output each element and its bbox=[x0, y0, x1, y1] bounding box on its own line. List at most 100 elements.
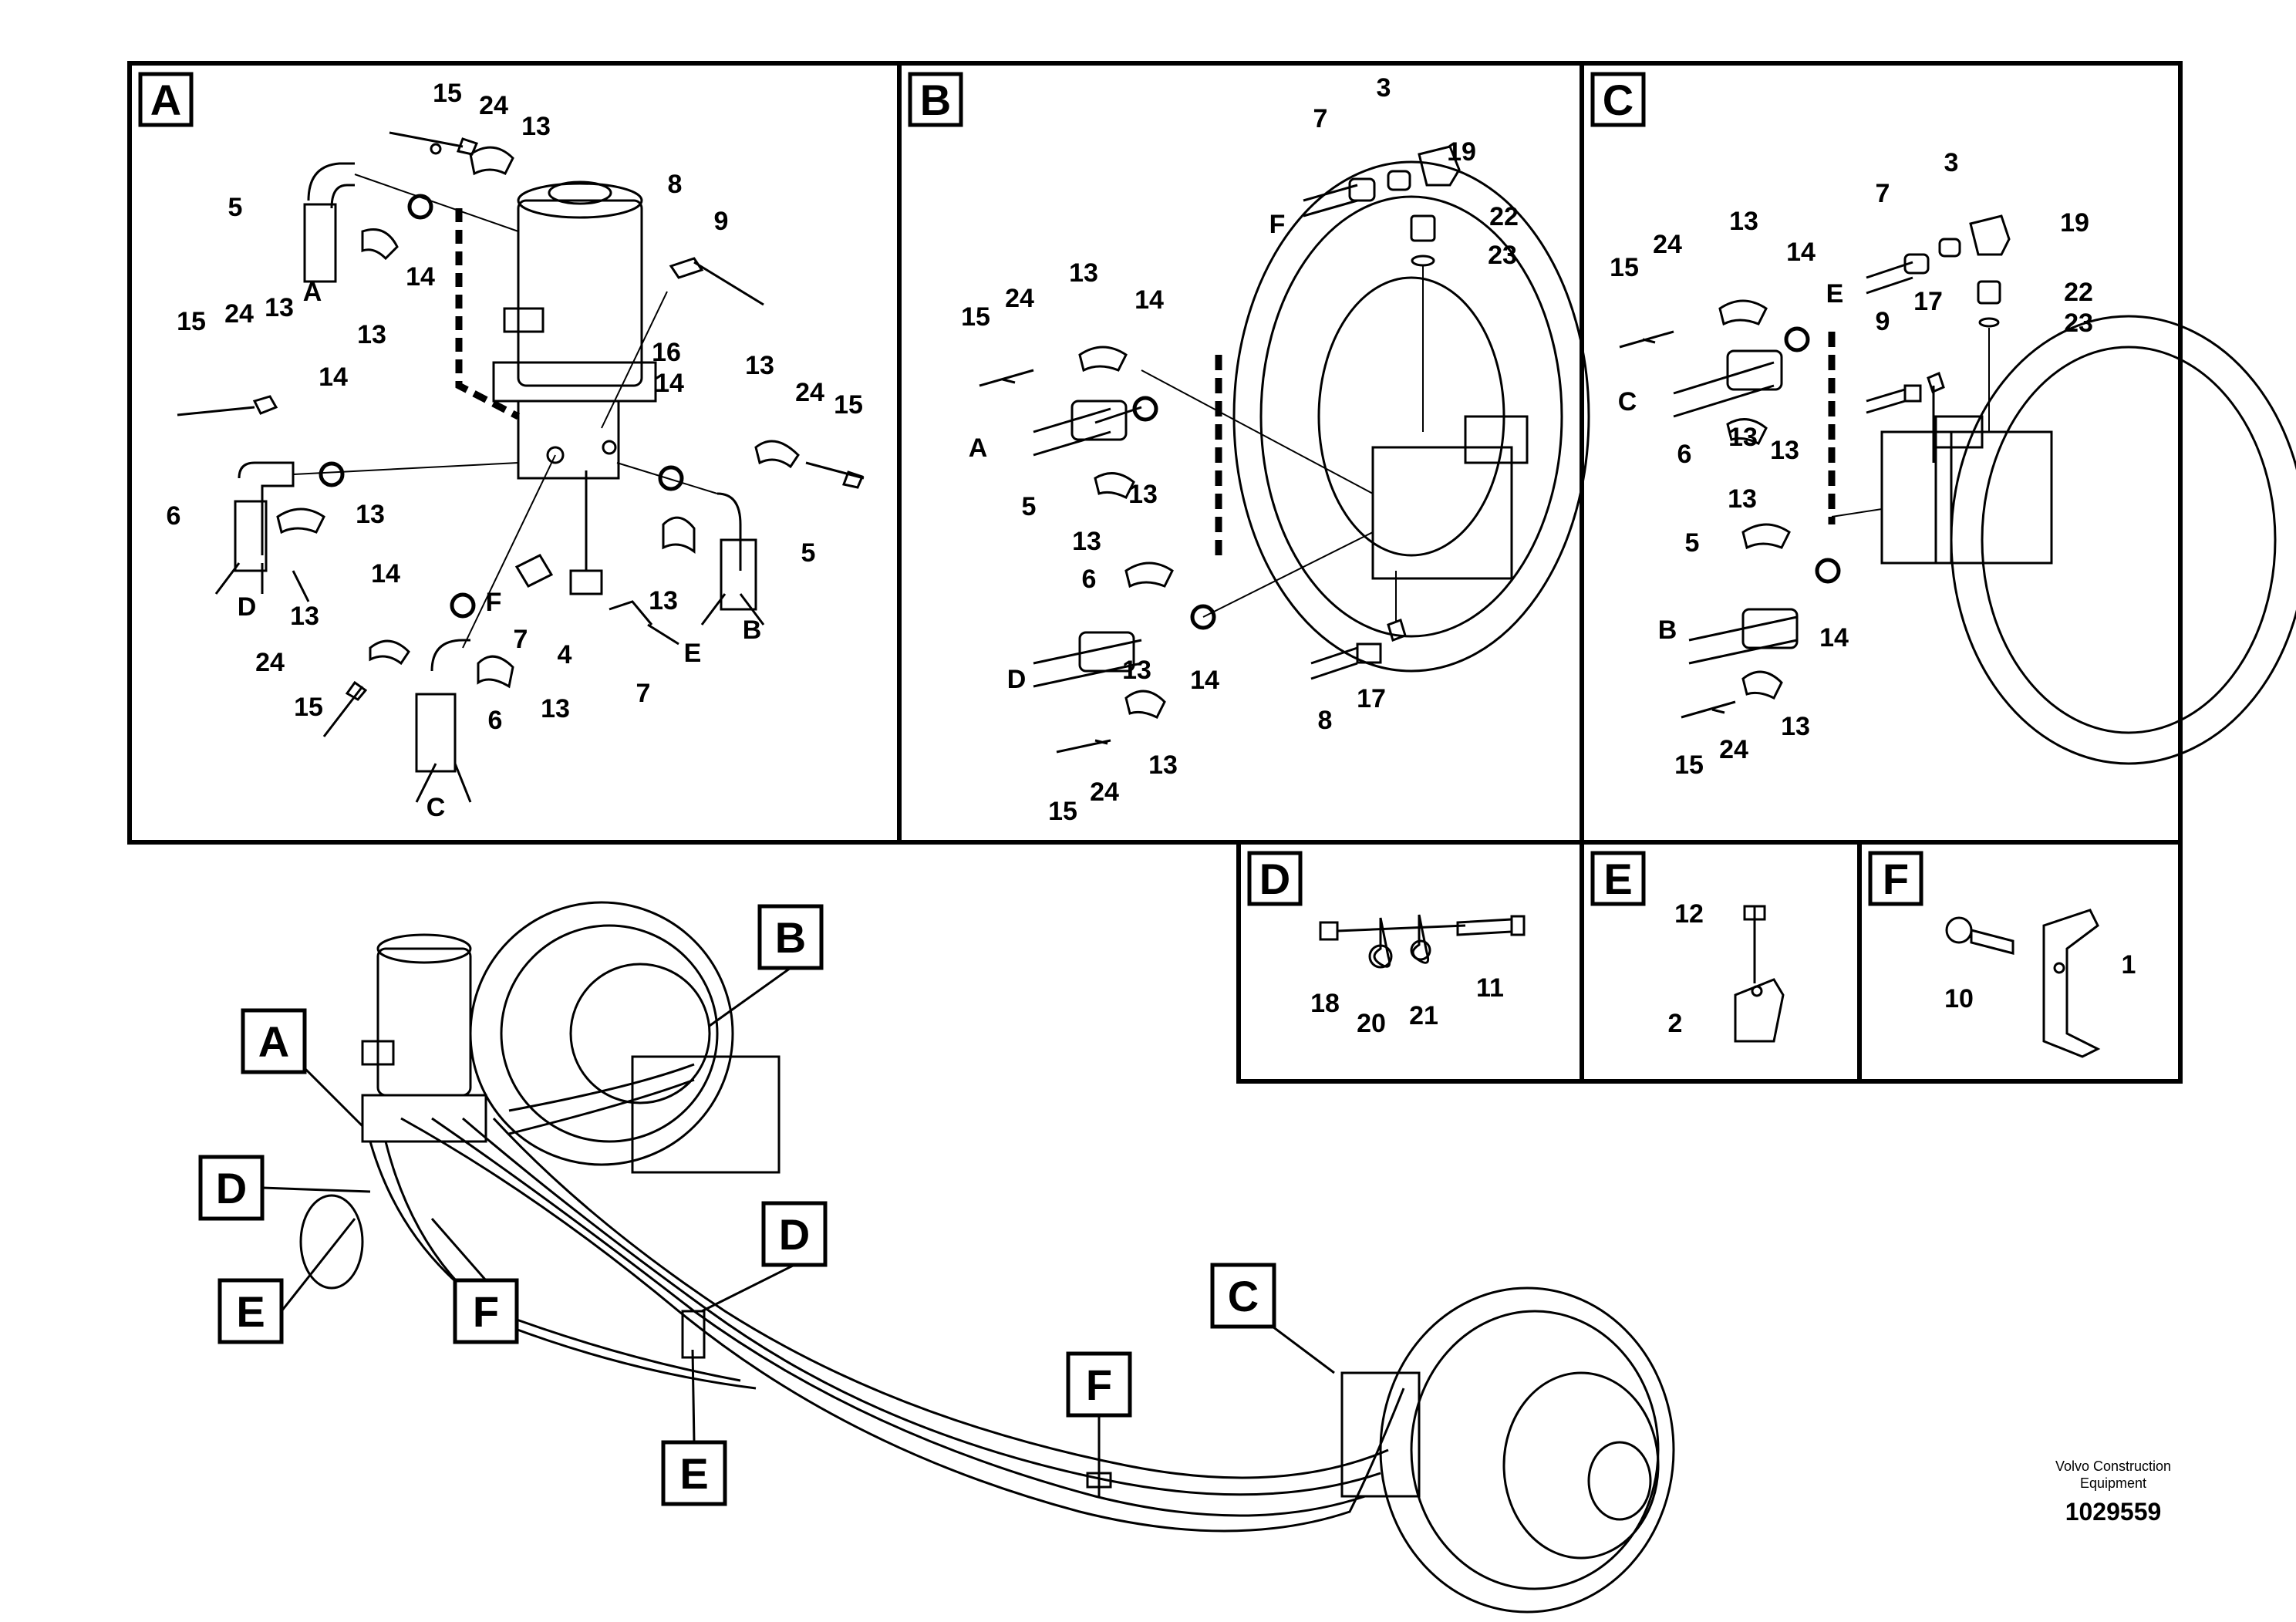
part-label-C-21: 24 bbox=[1719, 735, 1748, 764]
callout-C: C bbox=[1228, 1272, 1259, 1320]
part-label-A-3: 5 bbox=[228, 193, 243, 222]
part-label-C-15: 13 bbox=[1770, 436, 1799, 465]
part-label-A-35: F bbox=[486, 588, 502, 617]
panel-A-label: A bbox=[150, 76, 181, 124]
part-label-A-32: D bbox=[238, 592, 257, 622]
part-label-A-34: C bbox=[426, 793, 446, 822]
callout-D-2: D bbox=[779, 1210, 810, 1259]
part-label-B-4: 23 bbox=[1488, 241, 1517, 270]
part-label-A-15: 24 bbox=[795, 378, 824, 407]
part-label-C-8: 22 bbox=[2064, 278, 2093, 307]
part-label-C-0: 3 bbox=[1944, 148, 1959, 177]
part-label-D-2: 21 bbox=[1409, 1001, 1438, 1030]
part-label-A-6: 8 bbox=[668, 170, 683, 199]
part-label-C-20: 15 bbox=[1674, 750, 1704, 780]
panel-frames bbox=[127, 61, 2183, 1084]
part-label-C-14: 13 bbox=[1728, 423, 1758, 452]
part-label-B-3: 22 bbox=[1489, 202, 1519, 231]
part-label-B-1: 3 bbox=[1377, 73, 1391, 103]
part-label-A-16: 15 bbox=[834, 390, 863, 420]
part-label-A-11: 14 bbox=[319, 363, 348, 392]
part-label-C-5: 24 bbox=[1653, 230, 1682, 259]
part-label-A-1: 24 bbox=[479, 91, 508, 120]
overview-callout-leaders bbox=[261, 966, 1335, 1496]
part-label-E-1: 2 bbox=[1668, 1009, 1683, 1038]
panel-D-drawing bbox=[1319, 914, 1526, 969]
part-label-A-14: 13 bbox=[745, 351, 774, 380]
brand-name-2: Equipment bbox=[2079, 1475, 2147, 1491]
part-label-C-12: C bbox=[1618, 387, 1637, 416]
part-label-A-4: 14 bbox=[406, 262, 435, 292]
panel-C-label: C bbox=[1603, 76, 1633, 124]
callout-D: D bbox=[216, 1164, 247, 1212]
part-label-C-17: 5 bbox=[1685, 528, 1700, 558]
part-label-A-12: 16 bbox=[652, 338, 681, 367]
callout-A: A bbox=[258, 1017, 289, 1066]
part-label-B-6: 15 bbox=[961, 302, 990, 332]
part-label-C-10: 9 bbox=[1876, 307, 1890, 336]
part-label-B-15: 6 bbox=[1082, 565, 1097, 594]
part-label-C-18: B bbox=[1658, 615, 1677, 645]
part-label-A-18: 13 bbox=[356, 500, 385, 529]
panel-D-label: D bbox=[1259, 855, 1290, 903]
part-label-B-17: 14 bbox=[1190, 666, 1219, 695]
panel-B-frame bbox=[897, 61, 1584, 845]
callout-F-2: F bbox=[1086, 1361, 1112, 1409]
part-label-B-12: 13 bbox=[1072, 527, 1101, 556]
panel-letter-boxes bbox=[138, 72, 1923, 906]
part-label-B-2: 19 bbox=[1447, 137, 1476, 167]
part-label-A-30: E bbox=[684, 639, 702, 668]
panel-F-part-labels: 10 1 bbox=[1944, 950, 2136, 1013]
part-label-C-4: 15 bbox=[1610, 253, 1639, 282]
panel-C-drawing bbox=[1619, 214, 2296, 765]
part-label-A-29: 7 bbox=[636, 679, 651, 708]
part-label-A-19: 14 bbox=[371, 559, 400, 588]
overview-callout-boxes bbox=[198, 904, 1276, 1506]
panel-E-drawing bbox=[1734, 905, 1785, 1043]
part-label-C-6: 14 bbox=[1786, 238, 1816, 267]
panel-F-label: F bbox=[1883, 855, 1909, 903]
part-label-C-1: 7 bbox=[1876, 179, 1890, 208]
part-label-B-5: F bbox=[1269, 210, 1286, 239]
part-label-C-13: 6 bbox=[1677, 440, 1692, 469]
panel-A-drawing bbox=[177, 131, 865, 803]
part-label-A-0: 15 bbox=[433, 79, 462, 108]
panel-B-label: B bbox=[920, 76, 951, 124]
part-label-C-7: E bbox=[1826, 279, 1844, 309]
part-label-B-9: 14 bbox=[1135, 285, 1164, 315]
part-label-C-2: 19 bbox=[2060, 208, 2089, 238]
part-label-A-8: 15 bbox=[177, 307, 206, 336]
panel-A-frame bbox=[127, 61, 902, 845]
part-label-B-11: 5 bbox=[1022, 492, 1037, 521]
panel-B-drawing bbox=[979, 145, 1590, 754]
part-label-B-20: 15 bbox=[1048, 797, 1077, 826]
part-label-B-10: A bbox=[969, 433, 988, 463]
part-label-A-13: 14 bbox=[655, 369, 684, 398]
part-label-C-9: 23 bbox=[2064, 309, 2093, 338]
part-label-B-22: 13 bbox=[1148, 750, 1178, 780]
part-label-A-20: 7 bbox=[514, 625, 528, 654]
part-label-A-7: 9 bbox=[714, 207, 729, 236]
part-label-B-8: 13 bbox=[1069, 258, 1098, 288]
part-label-C-16: 13 bbox=[1728, 484, 1757, 514]
part-label-B-7: 24 bbox=[1005, 284, 1034, 313]
overview-drawing bbox=[299, 901, 1675, 1614]
part-label-A-10: 13 bbox=[265, 293, 294, 322]
part-label-A-31: A bbox=[303, 278, 322, 307]
part-label-C-19: 14 bbox=[1819, 623, 1849, 653]
part-label-F-1: 1 bbox=[2122, 950, 2136, 980]
part-label-F-0: 10 bbox=[1944, 984, 1974, 1013]
part-label-B-21: 24 bbox=[1090, 777, 1119, 807]
panel-F-drawing bbox=[1945, 909, 2101, 1058]
part-label-D-0: 18 bbox=[1310, 989, 1340, 1018]
part-label-D-1: 20 bbox=[1357, 1009, 1386, 1038]
part-label-A-22: 13 bbox=[649, 586, 678, 615]
part-label-A-9: 24 bbox=[224, 299, 254, 329]
document-number: 1029559 bbox=[2065, 1498, 2162, 1526]
callout-F: F bbox=[473, 1287, 499, 1336]
part-label-C-22: 13 bbox=[1781, 712, 1810, 741]
